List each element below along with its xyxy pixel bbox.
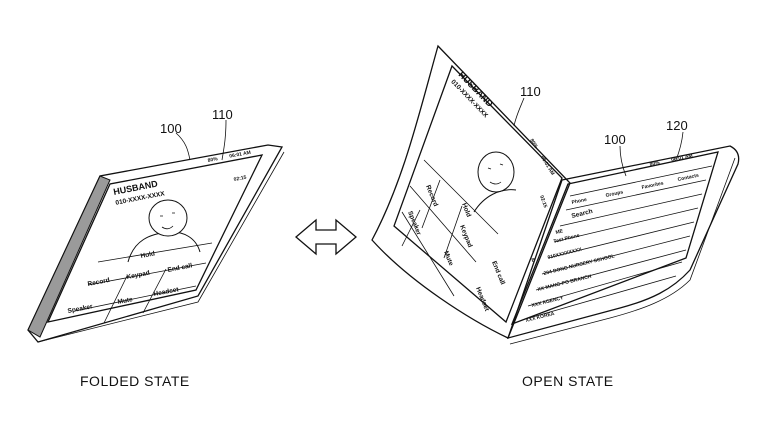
open-btn-mute: Mute bbox=[442, 250, 454, 267]
open-btn-endcall: End call bbox=[490, 260, 506, 286]
folded-device: 80% 06:01 AM HUSBAND 010-XXXX-XXXX 02:15… bbox=[27, 107, 285, 343]
folded-btn-speaker: Speaker bbox=[67, 303, 94, 315]
folded-hold: Hold bbox=[140, 250, 156, 260]
caption-folded: FOLDED STATE bbox=[80, 373, 190, 389]
contacts-search[interactable]: Search bbox=[571, 208, 594, 220]
open-hold: Hold bbox=[460, 202, 472, 218]
folded-btn-mute: Mute bbox=[117, 296, 134, 306]
open-device: HUSBAND 010-XXXX-XXXX 80% 06:01 AM 02:15… bbox=[371, 44, 740, 345]
open-left-screen bbox=[393, 64, 563, 324]
tab-favorites[interactable]: Favorites bbox=[641, 180, 664, 191]
folded-btn-record: Record bbox=[87, 277, 110, 288]
caption-open: OPEN STATE bbox=[522, 373, 614, 389]
open-left-battery: 80% bbox=[528, 138, 539, 150]
open-duration: 02:15 bbox=[538, 195, 548, 209]
tab-groups[interactable]: Groups bbox=[605, 189, 624, 199]
folded-time: 06:01 AM bbox=[229, 150, 252, 160]
tab-phone[interactable]: Phone bbox=[571, 197, 587, 206]
contact-row-4[interactable]: XXX AGENCY bbox=[531, 295, 565, 309]
open-right-panel bbox=[506, 145, 740, 339]
open-btn-keypad: Keypad bbox=[458, 224, 473, 248]
ref-open-120: 120 bbox=[666, 118, 688, 133]
open-right-time: 06:01 AM bbox=[671, 153, 694, 163]
ref-open-100: 100 bbox=[604, 132, 626, 147]
contact-row-1[interactable]: 010XXXXXXXX bbox=[547, 246, 583, 260]
folded-battery: 80% bbox=[207, 156, 219, 164]
section-me: ME bbox=[555, 228, 564, 236]
ref-open-110: 110 bbox=[520, 84, 541, 99]
folded-btn-endcall: End call bbox=[167, 262, 193, 274]
folded-duration: 02:15 bbox=[233, 175, 247, 183]
ref-folded-110: 110 bbox=[212, 107, 233, 122]
open-right-screen bbox=[510, 151, 719, 326]
folded-btn-keypad: Keypad bbox=[126, 270, 150, 281]
tab-contacts[interactable]: Contacts bbox=[677, 173, 699, 183]
folded-btn-headset: Headset bbox=[153, 286, 180, 298]
open-avatar-icon bbox=[473, 151, 517, 213]
open-right-battery: 80% bbox=[649, 160, 661, 168]
ref-folded-100: 100 bbox=[160, 121, 182, 136]
folded-avatar-icon bbox=[127, 199, 201, 263]
open-left-panel bbox=[371, 44, 571, 339]
transition-arrow-icon bbox=[294, 218, 358, 256]
folded-screen bbox=[46, 154, 264, 323]
folded-spine bbox=[27, 175, 111, 338]
open-btn-headset: Headset bbox=[474, 286, 490, 313]
section-b: B bbox=[531, 257, 536, 264]
